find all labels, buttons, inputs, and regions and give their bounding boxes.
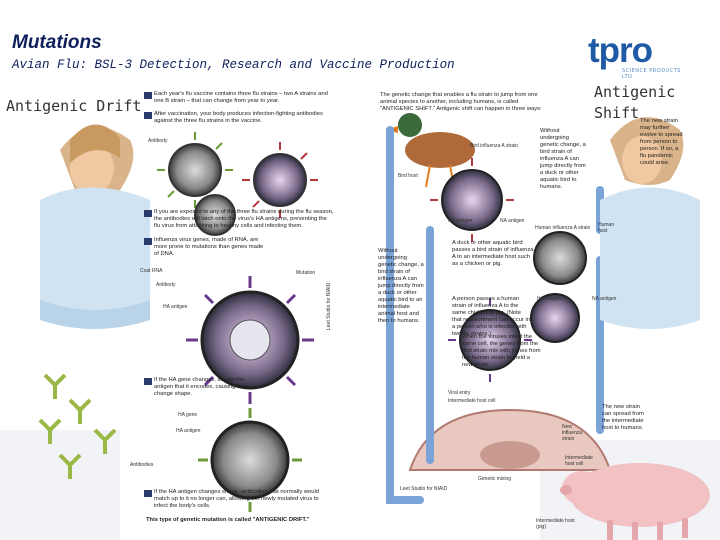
viral-entry-label: Viral entry [448,390,471,396]
shift-na-antigen: NA antigen [500,218,525,224]
antibodies-label: Antibodies [130,462,154,468]
antibody-label-2: Antibody [156,282,176,288]
shift-step-4: The new strain can spread from the inter… [602,404,644,431]
drift-footer: This type of genetic mutation is called … [146,517,310,523]
background-shape [0,430,120,540]
human-host-label: Human host [598,222,615,234]
antigenic-drift-label: Antigenic Drift [6,97,142,115]
step-badges [144,92,152,497]
logo-tagline: SCIENCE PRODUCTS LTD [622,68,681,80]
shift-na-antigen-2: NA antigen [592,296,617,302]
ha-gene-label: HA gene [178,412,198,418]
intermediate-cell-label: Intermediate host cell [448,398,496,404]
duck-illustration [386,113,475,188]
shift-credit: Leet Studio for NIAID [400,486,448,492]
drift-step-1: Each year's flu vaccine contains three f… [154,91,328,104]
virus-particle-drift-bottom [198,408,302,512]
drift-step-3: If you are exposed to any of the three f… [154,209,334,229]
shift-ha-antigen-2: HA antigen [537,296,562,302]
woman-illustration-right [600,117,700,329]
logo-text: tpro [588,31,653,70]
drift-step-5: If the HA gene changes, so can the antig… [154,377,247,397]
slide-subtitle: Avian Flu: BSL-3 Detection, Research and… [12,58,455,72]
pig-illustration [560,463,710,540]
drift-step-2: After vaccination, your body produces in… [154,111,323,124]
drift-credit: Leet Studio for NIAID [326,282,332,330]
ha-antigen-label-2: HA antigen [176,428,201,434]
new-strain-label: New influenza strain [562,424,583,442]
virus-particle-shift-bird [430,158,514,242]
antibody-icons [38,373,117,479]
virus-particle-drift-mutation [186,276,314,404]
human-strain-label: Human influenza A strain [535,225,591,231]
shift-intro: The genetic change that enables a flu st… [380,92,542,112]
shift-step-1: A duck or other aquatic bird passes a bi… [452,240,534,267]
intermediate-host-label: Intermediate host (pig) [536,518,575,530]
virus-particle-shift-human [533,231,587,285]
drift-step-4: Influenza virus genes, made of RNA, are … [154,237,264,257]
intermediate-cell-label-2: Intermediate host cell [565,455,593,467]
virus-particle-drift-2 [242,142,318,218]
virus-particle-drift-1 [157,132,233,208]
bird-strain-label: Bird influenza A strain [470,143,519,149]
shift-step-3: When the viruses infect the same cell, t… [462,334,541,368]
shift-step-a: Without undergoing genetic change, a bir… [540,128,586,190]
shift-step-b: Without undergoing genetic change, a bir… [378,248,424,324]
virus-particle-drift-3 [194,194,236,236]
tpro-logo: tpro SCIENCE PRODUCTS LTD [588,31,688,80]
slide-title: Mutations [12,32,102,53]
drift-step-6: If the HA antigen changes shape, antibod… [154,489,319,509]
shift-step-2: A person passes a human strain of influe… [452,296,530,337]
antigenic-shift-label: Antigenic Shift [594,83,676,122]
antibody-label: Antibody [148,138,168,144]
mutation-label: Mutation [296,270,316,276]
shift-woman-note: The new strain may further evolve to spr… [640,118,683,166]
coat-rna-label: Coat RNA [140,268,163,274]
woman-illustration-left [40,124,150,329]
virus-particle-shift-new [448,298,532,382]
virus-particle-shift-mix [530,293,580,343]
bird-host-label: Bird host [398,173,418,179]
ha-antigen-label: HA antigen [163,304,188,310]
genetic-mixing-label: Genetic mixing [478,476,512,482]
shift-ha-antigen: HA antigen [448,218,473,224]
